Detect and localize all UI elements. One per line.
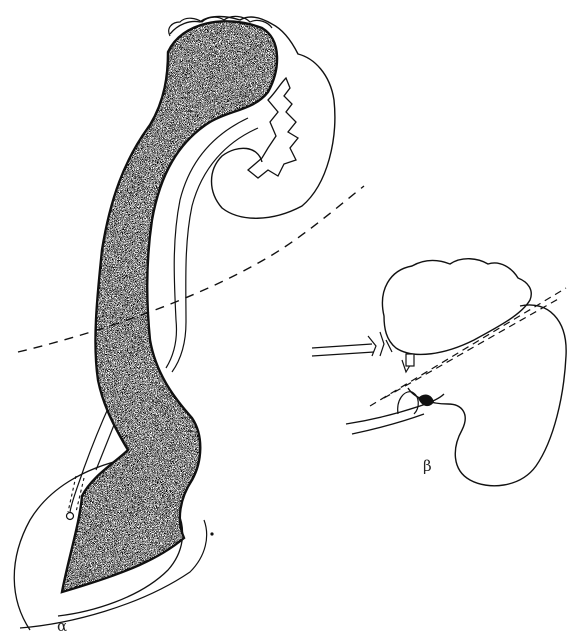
ink-speck: [210, 532, 213, 535]
duct-line-outer: [166, 118, 248, 368]
panel-beta: [312, 259, 566, 486]
beta-small-tube: [406, 354, 414, 366]
beta-loop-vessel: [398, 392, 419, 414]
beta-vessel-lower-2: [352, 414, 424, 434]
beta-upper-organ: [382, 259, 531, 355]
beta-vessel-upper-2: [312, 352, 374, 356]
panel-label-alpha: α: [57, 619, 67, 634]
stippled-organ: [40, 0, 300, 620]
tube-end-ring: [67, 513, 74, 520]
panel-label-beta: β: [423, 459, 432, 474]
beta-dark-nodes: [418, 395, 434, 407]
beta-vessel-upper-1: [312, 344, 372, 348]
panel-alpha: [14, 0, 364, 630]
